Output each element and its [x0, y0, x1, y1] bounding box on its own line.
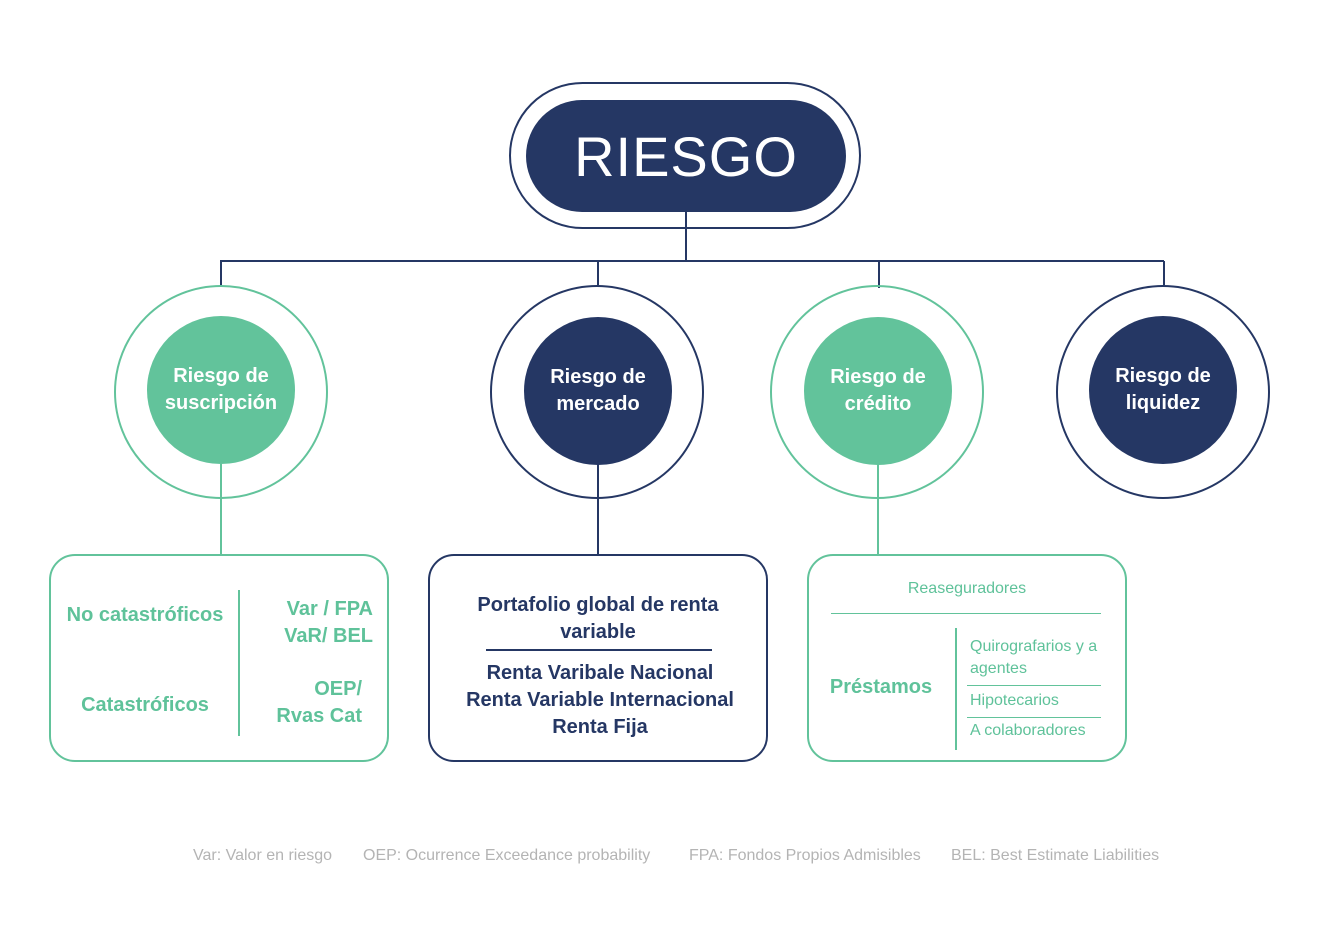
catastroficos-label: Catastróficos — [81, 694, 209, 716]
suscripcion-node: Riesgo de suscripción — [147, 316, 295, 464]
mercado-item: Renta Fija — [552, 716, 648, 738]
liquidez-label: Riesgo de liquidez — [1115, 365, 1211, 414]
credito-box: Reaseguradores Préstamos Quirografarios … — [807, 554, 1127, 762]
portafolio-header: Portafolio global de renta variable — [477, 594, 719, 643]
quirografarios-item: Quirografarios y a agentes — [970, 638, 1098, 677]
mercado-item: Renta Varibale Nacional — [486, 662, 714, 684]
liquidez-node: Riesgo de liquidez — [1089, 316, 1237, 464]
footer-bel: BEL: Best Estimate Liabilities — [951, 847, 1160, 864]
mercado-divider — [486, 649, 712, 651]
var-fpa-group: Var / FPA VaR/ BEL — [247, 596, 373, 650]
root-title: RIESGO — [574, 124, 798, 188]
prestamos-label: Préstamos — [829, 676, 933, 698]
mercado-box: Portafolio global de renta variable Rent… — [428, 554, 768, 762]
footer-var: Var: Valor en riesgo — [193, 847, 333, 864]
root-outline — [509, 82, 861, 229]
credito-ring — [770, 285, 984, 499]
prestamos-divider — [955, 628, 957, 750]
suscripcion-ring — [114, 285, 328, 499]
root-node: RIESGO — [526, 100, 846, 212]
rvas-cat-text: Rvas Cat — [276, 705, 362, 727]
oep-text: OEP/ — [314, 678, 362, 700]
mercado-item: Renta Variable Internacional — [466, 689, 734, 711]
suscripcion-box: No catastróficos Catastróficos Var / FPA… — [49, 554, 389, 762]
suscripcion-divider — [238, 590, 240, 736]
credito-label: Riesgo de crédito — [830, 366, 926, 415]
oep-group: OEP/ Rvas Cat — [247, 676, 362, 730]
credito-node: Riesgo de crédito — [804, 317, 952, 465]
mercado-label: Riesgo de mercado — [550, 366, 646, 415]
reaseguradores-label: Reaseguradores — [907, 580, 1027, 597]
footer-oep: OEP: Ocurrence Exceedance probability — [363, 847, 651, 864]
footer-fpa: FPA: Fondos Propios Admisibles — [689, 847, 921, 864]
hipotecarios-item: Hipotecarios — [970, 692, 1059, 709]
item-divider — [967, 685, 1101, 686]
colaboradores-item: A colaboradores — [970, 722, 1086, 739]
mercado-ring — [490, 285, 704, 499]
mercado-node: Riesgo de mercado — [524, 317, 672, 465]
item-divider — [967, 717, 1101, 718]
var-bel-text: VaR/ BEL — [284, 625, 373, 647]
no-catastroficos-label: No catastróficos — [66, 604, 224, 626]
reaseguradores-divider — [831, 613, 1101, 614]
mercado-items: Renta Varibale Nacional Renta Variable I… — [434, 660, 766, 741]
var-fpa-text: Var / FPA — [286, 598, 373, 620]
liquidez-ring — [1056, 285, 1270, 499]
suscripcion-label: Riesgo de suscripción — [164, 365, 278, 414]
